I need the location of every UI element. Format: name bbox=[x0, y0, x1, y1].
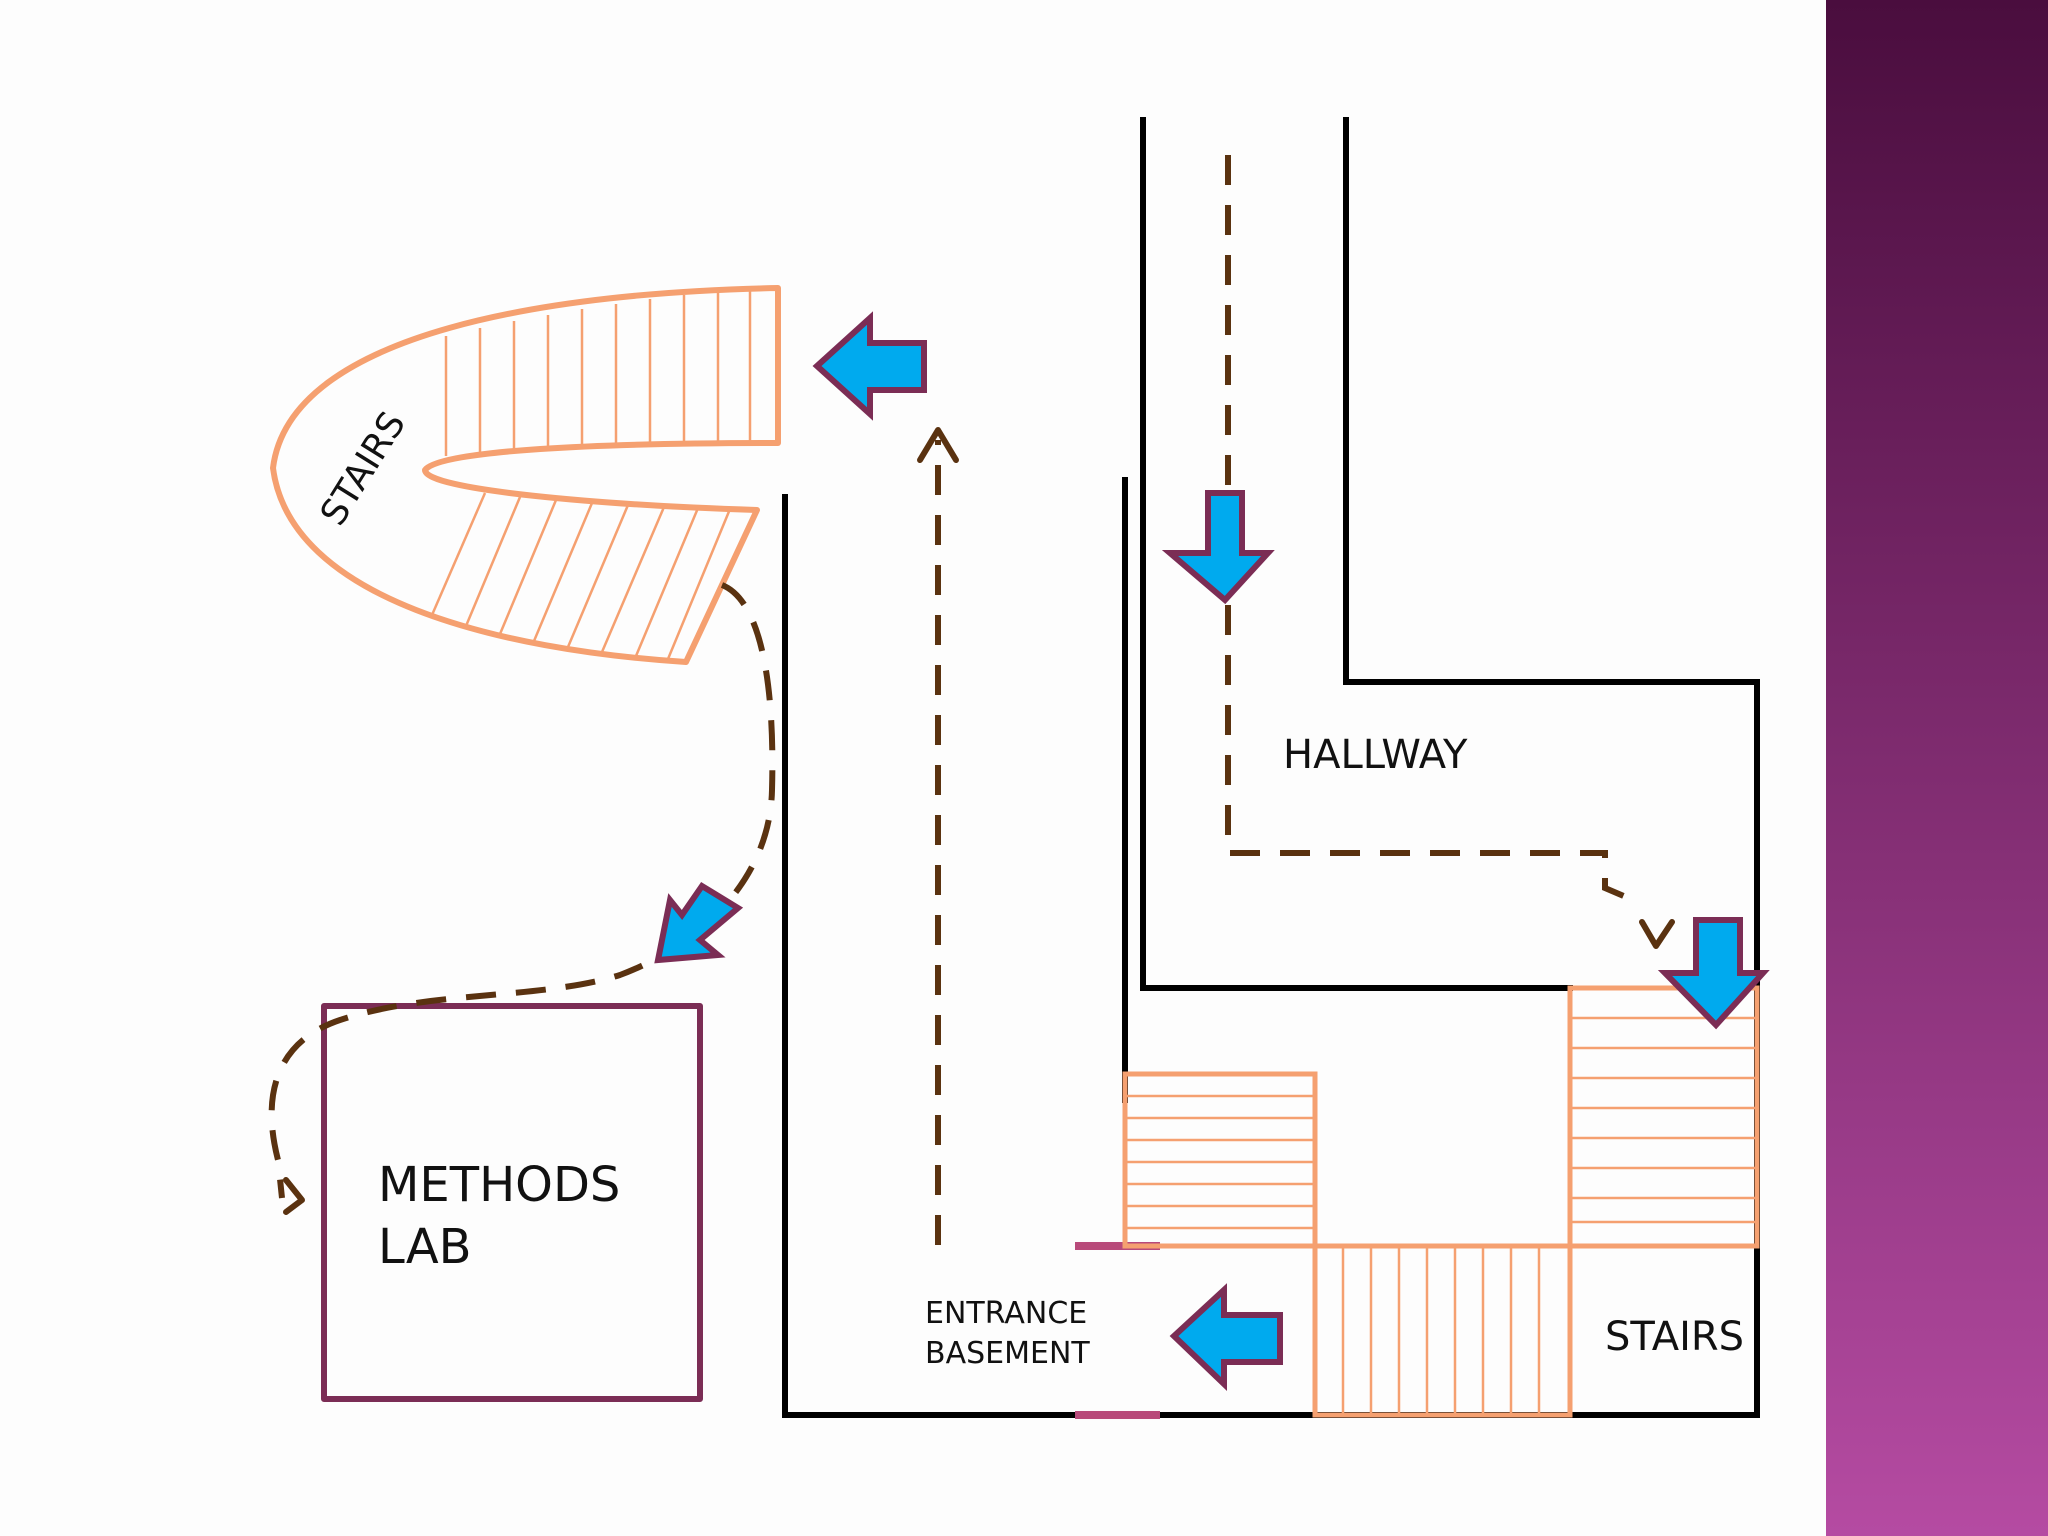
decorative-side-band bbox=[1826, 0, 2048, 1536]
block-arrow-icon bbox=[812, 311, 927, 421]
methods-lab-label-line2: LAB bbox=[378, 1219, 472, 1275]
stairs-block-bottom-treads bbox=[1341, 1246, 1541, 1415]
chevron-arrowhead-icon bbox=[1639, 919, 1675, 949]
route-stairs-to-lab bbox=[268, 582, 776, 1199]
block-arrow-icon bbox=[1657, 917, 1770, 1030]
route-arrowheads bbox=[283, 427, 1675, 1215]
chevron-arrowhead-icon bbox=[283, 1177, 305, 1215]
curved-stairs-treads-upper bbox=[444, 290, 752, 456]
bottom-stairs bbox=[1122, 985, 1760, 1418]
methods-lab-room bbox=[321, 1003, 703, 1402]
block-arrow-icon bbox=[654, 881, 744, 964]
doors bbox=[1075, 1242, 1160, 1419]
block-arrow-icon bbox=[1161, 490, 1275, 605]
stairs-block-left bbox=[1122, 1071, 1318, 1249]
route-hallway bbox=[1225, 155, 1642, 906]
stairs-block-right bbox=[1567, 985, 1760, 1249]
curved-stairs-treads-lower bbox=[430, 492, 732, 660]
chevron-arrowhead-icon bbox=[917, 427, 959, 463]
stairs-label-top: STAIRS bbox=[313, 405, 414, 533]
hallway-left-wall bbox=[1140, 117, 1573, 991]
entrance-label-line1: ENTRANCE bbox=[925, 1296, 1087, 1331]
methods-lab-label-line1: METHODS bbox=[378, 1157, 620, 1213]
curved-stairs-outline bbox=[270, 285, 781, 665]
stairs-label-bottom: STAIRS bbox=[1605, 1314, 1744, 1360]
direction-arrows bbox=[654, 311, 1770, 1392]
hallway-label: HALLWAY bbox=[1283, 732, 1468, 778]
curved-stairs bbox=[270, 285, 781, 665]
stairs-block-left-treads bbox=[1125, 1094, 1315, 1230]
block-arrow-icon bbox=[1169, 1283, 1283, 1392]
entrance-label-line2: BASEMENT bbox=[925, 1336, 1090, 1371]
route-paths bbox=[268, 155, 1642, 1245]
corridor-left-wall bbox=[782, 494, 1760, 1418]
stairs-block-bottom bbox=[1312, 1243, 1573, 1418]
stairs-block-right-treads bbox=[1570, 1016, 1757, 1224]
